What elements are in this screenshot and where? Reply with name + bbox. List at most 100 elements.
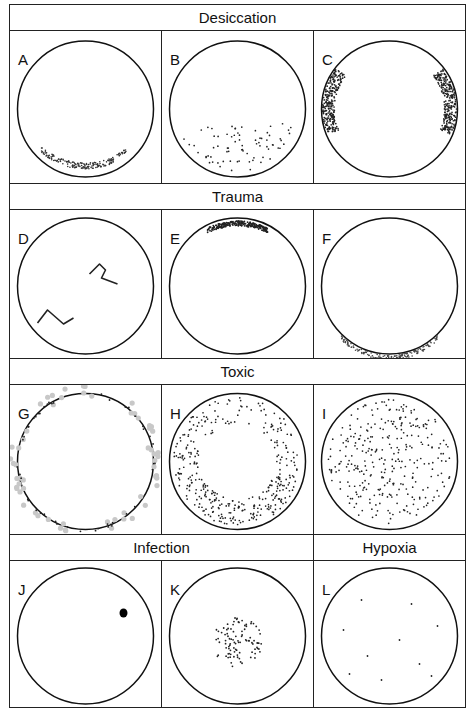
cell-dot — [453, 124, 455, 126]
cell-dot — [389, 409, 391, 411]
cell-dot — [102, 164, 104, 166]
cell-dot — [354, 465, 356, 467]
cell-dot — [456, 108, 458, 110]
cell-dot — [189, 429, 191, 431]
cell-dot — [226, 523, 228, 525]
cell-dot — [216, 493, 218, 495]
cell-dot — [442, 453, 444, 455]
cell-dot — [265, 505, 267, 507]
cell-dot — [100, 166, 102, 168]
cell-dot — [432, 462, 434, 464]
cell-dot — [219, 223, 221, 225]
cell-dot — [437, 72, 439, 74]
cell-dot — [279, 418, 281, 420]
cell-dot — [370, 352, 372, 354]
cell-dot — [428, 345, 430, 347]
cell-dot — [450, 88, 452, 90]
cell-dot — [214, 492, 216, 494]
cell-dot — [266, 230, 268, 232]
cell-dot — [201, 425, 203, 427]
cell-dot — [270, 439, 272, 441]
cell-dot — [276, 461, 278, 463]
cell-dot — [335, 71, 337, 73]
cell-dot — [416, 467, 418, 469]
cell-dot — [325, 113, 327, 115]
cell-dot — [211, 430, 213, 432]
cell-dot — [110, 160, 112, 162]
cell-dot — [427, 502, 429, 504]
cell-dot — [215, 224, 217, 226]
cell-dot — [238, 520, 240, 522]
cell-dot — [213, 147, 215, 149]
cell-dot — [444, 125, 446, 127]
cell-dot — [126, 513, 128, 515]
cell-dot — [47, 403, 49, 405]
cell-dot — [209, 499, 211, 501]
cell-dot — [290, 460, 292, 462]
cell-dot — [204, 514, 206, 516]
scratch-line — [90, 264, 118, 284]
cell-dot — [441, 460, 443, 462]
cell-dot — [190, 453, 192, 455]
cell-dot — [444, 109, 446, 111]
cell-dot — [438, 75, 440, 77]
focal-lesion — [120, 608, 128, 617]
cell-dot — [392, 423, 394, 425]
cell-dot — [394, 355, 396, 357]
cell-dot — [338, 70, 340, 72]
cell-dot — [263, 427, 265, 429]
cell-dot — [77, 162, 79, 164]
cell-dot — [451, 113, 453, 115]
cell-dot — [331, 101, 333, 103]
cell-dot — [381, 449, 383, 451]
cell-dot — [341, 338, 343, 340]
image-panel: H — [161, 384, 314, 535]
cell-dot — [248, 223, 250, 225]
cell-dot — [104, 165, 106, 167]
cell-dot — [270, 507, 272, 509]
cell-dot — [443, 118, 445, 120]
cell-dot — [151, 464, 156, 469]
cell-dot — [100, 166, 102, 168]
cell-dot — [443, 101, 445, 103]
cell-dot — [445, 80, 447, 82]
cell-dot — [269, 158, 271, 160]
cell-dot — [214, 499, 216, 501]
cell-dot — [250, 513, 252, 515]
cell-dot — [196, 416, 198, 418]
cell-dot — [48, 155, 50, 157]
cell-dot — [253, 226, 255, 228]
cell-dot — [227, 224, 229, 226]
cell-dot — [219, 226, 221, 228]
cell-dot — [263, 228, 265, 230]
cell-dot — [329, 90, 331, 92]
cell-dot — [447, 129, 449, 131]
cell-dot — [116, 154, 118, 156]
cell-dot — [448, 127, 450, 129]
cell-dot — [364, 465, 366, 467]
cell-dot — [408, 356, 410, 358]
cell-dot — [289, 490, 291, 492]
image-panel: D — [9, 209, 162, 359]
cell-dot — [433, 342, 435, 344]
cell-dot — [75, 167, 77, 169]
cell-dot — [277, 430, 279, 432]
cell-dot — [347, 441, 349, 443]
cell-dot — [440, 87, 442, 89]
cell-dot — [385, 422, 387, 424]
cell-dot — [445, 460, 447, 462]
cell-dot — [279, 490, 281, 492]
cell-dot — [206, 416, 208, 418]
cell-dot — [57, 160, 59, 162]
cell-dot — [219, 223, 221, 225]
cell-dot — [358, 438, 360, 440]
cell-dot — [452, 91, 454, 93]
cell-dot — [431, 446, 433, 448]
cell-dot — [89, 163, 91, 165]
cell-dot — [391, 356, 393, 358]
cell-dot — [129, 410, 134, 415]
cell-dot — [213, 520, 215, 522]
cell-dot — [370, 475, 372, 477]
cell-dot — [266, 146, 268, 148]
cell-dot — [392, 471, 394, 473]
